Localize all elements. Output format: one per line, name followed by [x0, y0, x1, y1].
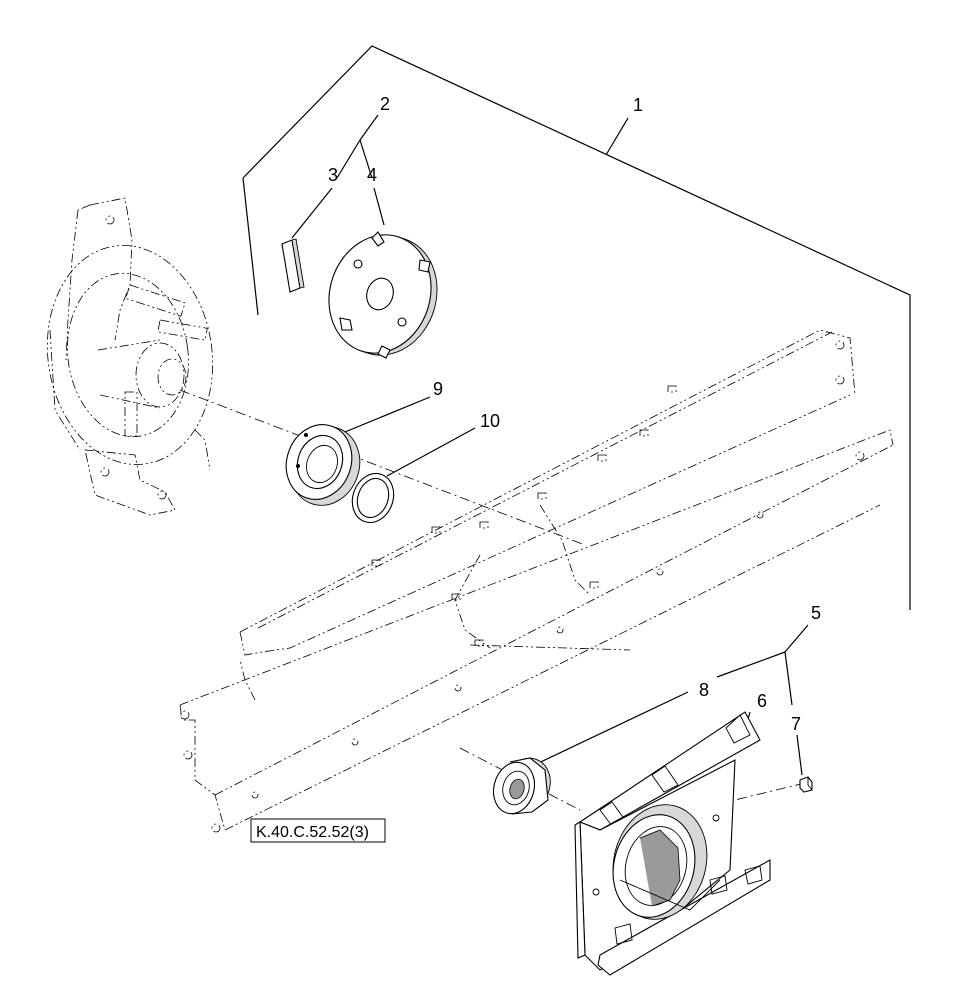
phantom-rotor-assembly: [46, 197, 214, 516]
callout-2: 2: [380, 94, 390, 114]
callout-3: 3: [328, 165, 338, 185]
part-8-bearing: [492, 757, 551, 815]
part-3-key: [281, 238, 305, 293]
reference-label[interactable]: K.40.C.52.52(3): [256, 824, 369, 841]
callout-5: 5: [811, 603, 821, 623]
part-4-slotted-disc: [328, 231, 438, 359]
callout-7: 7: [791, 714, 801, 734]
callout-labels: 1 2 3 4 5 6 7 8 9 10: [328, 94, 821, 734]
callout-8: 8: [699, 680, 709, 700]
callout-10: 10: [480, 411, 500, 431]
part-7-nut: [799, 776, 813, 793]
reference-box[interactable]: K.40.C.52.52(3): [250, 818, 386, 843]
callout-6: 6: [757, 691, 767, 711]
callout-4: 4: [367, 165, 377, 185]
part-9-seal: [285, 424, 361, 506]
callout-1: 1: [633, 95, 643, 115]
bracket-lines: [242, 45, 911, 776]
part-10-ring: [351, 472, 395, 524]
callout-9: 9: [433, 379, 443, 399]
phantom-frame-channel: [179, 329, 894, 833]
part-6-bracket: [574, 711, 771, 976]
